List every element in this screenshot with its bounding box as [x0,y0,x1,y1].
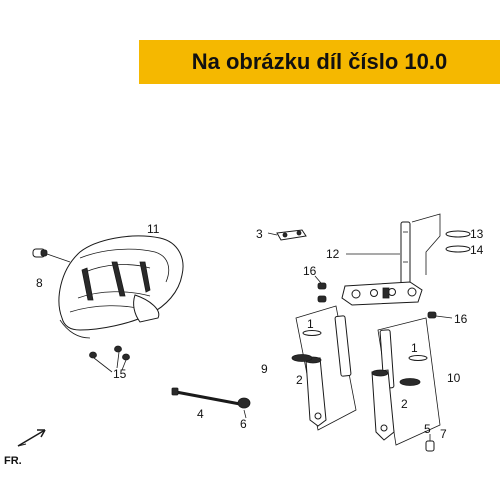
callout-2-left: 2 [296,373,303,387]
bracket[interactable] [276,229,307,241]
callout-5: 5 [424,422,431,436]
steering-stem[interactable] [341,221,423,306]
callout-7: 8 [36,276,43,290]
callout-12: 14 [470,243,484,257]
right-fork-leg[interactable] [371,329,395,441]
callout-13: 11 [147,222,160,236]
axle-nut[interactable] [237,397,251,409]
right-seals[interactable] [399,355,428,386]
callout-11: 13 [470,227,484,241]
callout-10: 12 [326,247,340,261]
reflector-clip[interactable] [32,248,48,258]
callout-3: 3 [256,227,263,241]
left-seals[interactable] [291,330,322,362]
callout-1-right: 1 [411,341,418,355]
fork-bolt[interactable] [425,440,435,452]
left-fork-leg[interactable] [304,315,352,427]
front-fender[interactable] [58,235,184,339]
callout-6: 6 [240,417,247,431]
stem-bolts[interactable] [317,282,437,319]
callout-14: 7 [440,427,447,441]
fender-bolts[interactable] [89,345,130,361]
callout-9: 10 [447,371,461,385]
part-number-banner: Na obrázku díl číslo 10.0 [139,40,500,84]
bearing-rings[interactable] [445,230,471,253]
callout-1-left: 1 [307,317,314,331]
callout-15: 15 [113,367,127,381]
callout-8: 9 [261,362,268,376]
front-direction-arrow-icon [17,429,46,447]
front-axle[interactable] [171,387,241,406]
callout-2-right: 2 [401,397,408,411]
callout-16-right: 16 [454,312,468,326]
banner-text: Na obrázku díl číslo 10.0 [191,49,448,74]
front-direction-label: FR. [4,455,22,467]
callout-4: 4 [197,407,204,421]
callout-16-top: 16 [303,264,317,278]
